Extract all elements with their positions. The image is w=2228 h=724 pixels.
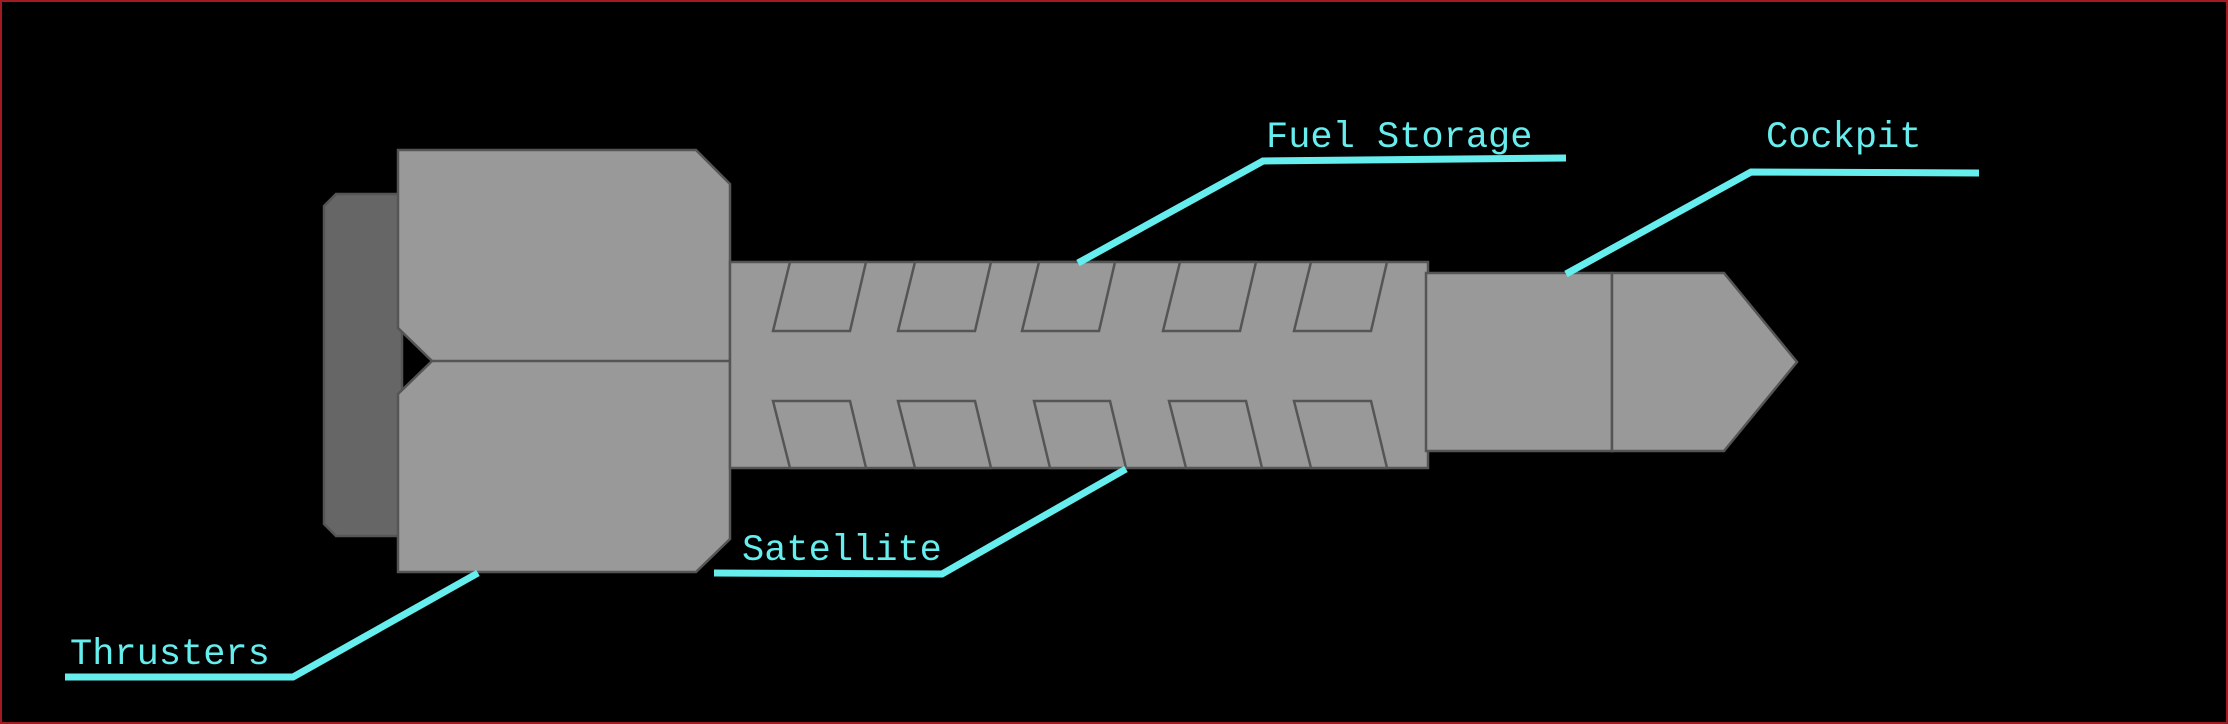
thrusters-label: Thrusters (70, 634, 270, 676)
satellite-label: Satellite (742, 530, 942, 572)
upper-slots (771, 260, 1389, 333)
satellite-leader (713, 465, 1128, 578)
slot (1292, 399, 1389, 470)
thrusters-leader (65, 569, 480, 681)
slot (896, 260, 993, 333)
slot (1032, 399, 1128, 470)
fuel-storage-leader (1076, 154, 1567, 267)
cockpit-label: Cockpit (1766, 117, 1921, 159)
slot (1167, 399, 1264, 470)
thruster-nozzle (322, 192, 404, 538)
slot (1161, 260, 1258, 333)
slot (896, 399, 993, 470)
slot (771, 260, 868, 333)
fuel-storage-label: Fuel Storage (1266, 117, 1532, 159)
lower-slots (771, 399, 1389, 470)
slot (1292, 260, 1389, 333)
slot (1020, 260, 1117, 333)
cockpit-nose (1610, 271, 1799, 453)
slot (771, 399, 868, 470)
cockpit-body (1424, 271, 1614, 453)
cockpit-leader (1564, 168, 1980, 278)
